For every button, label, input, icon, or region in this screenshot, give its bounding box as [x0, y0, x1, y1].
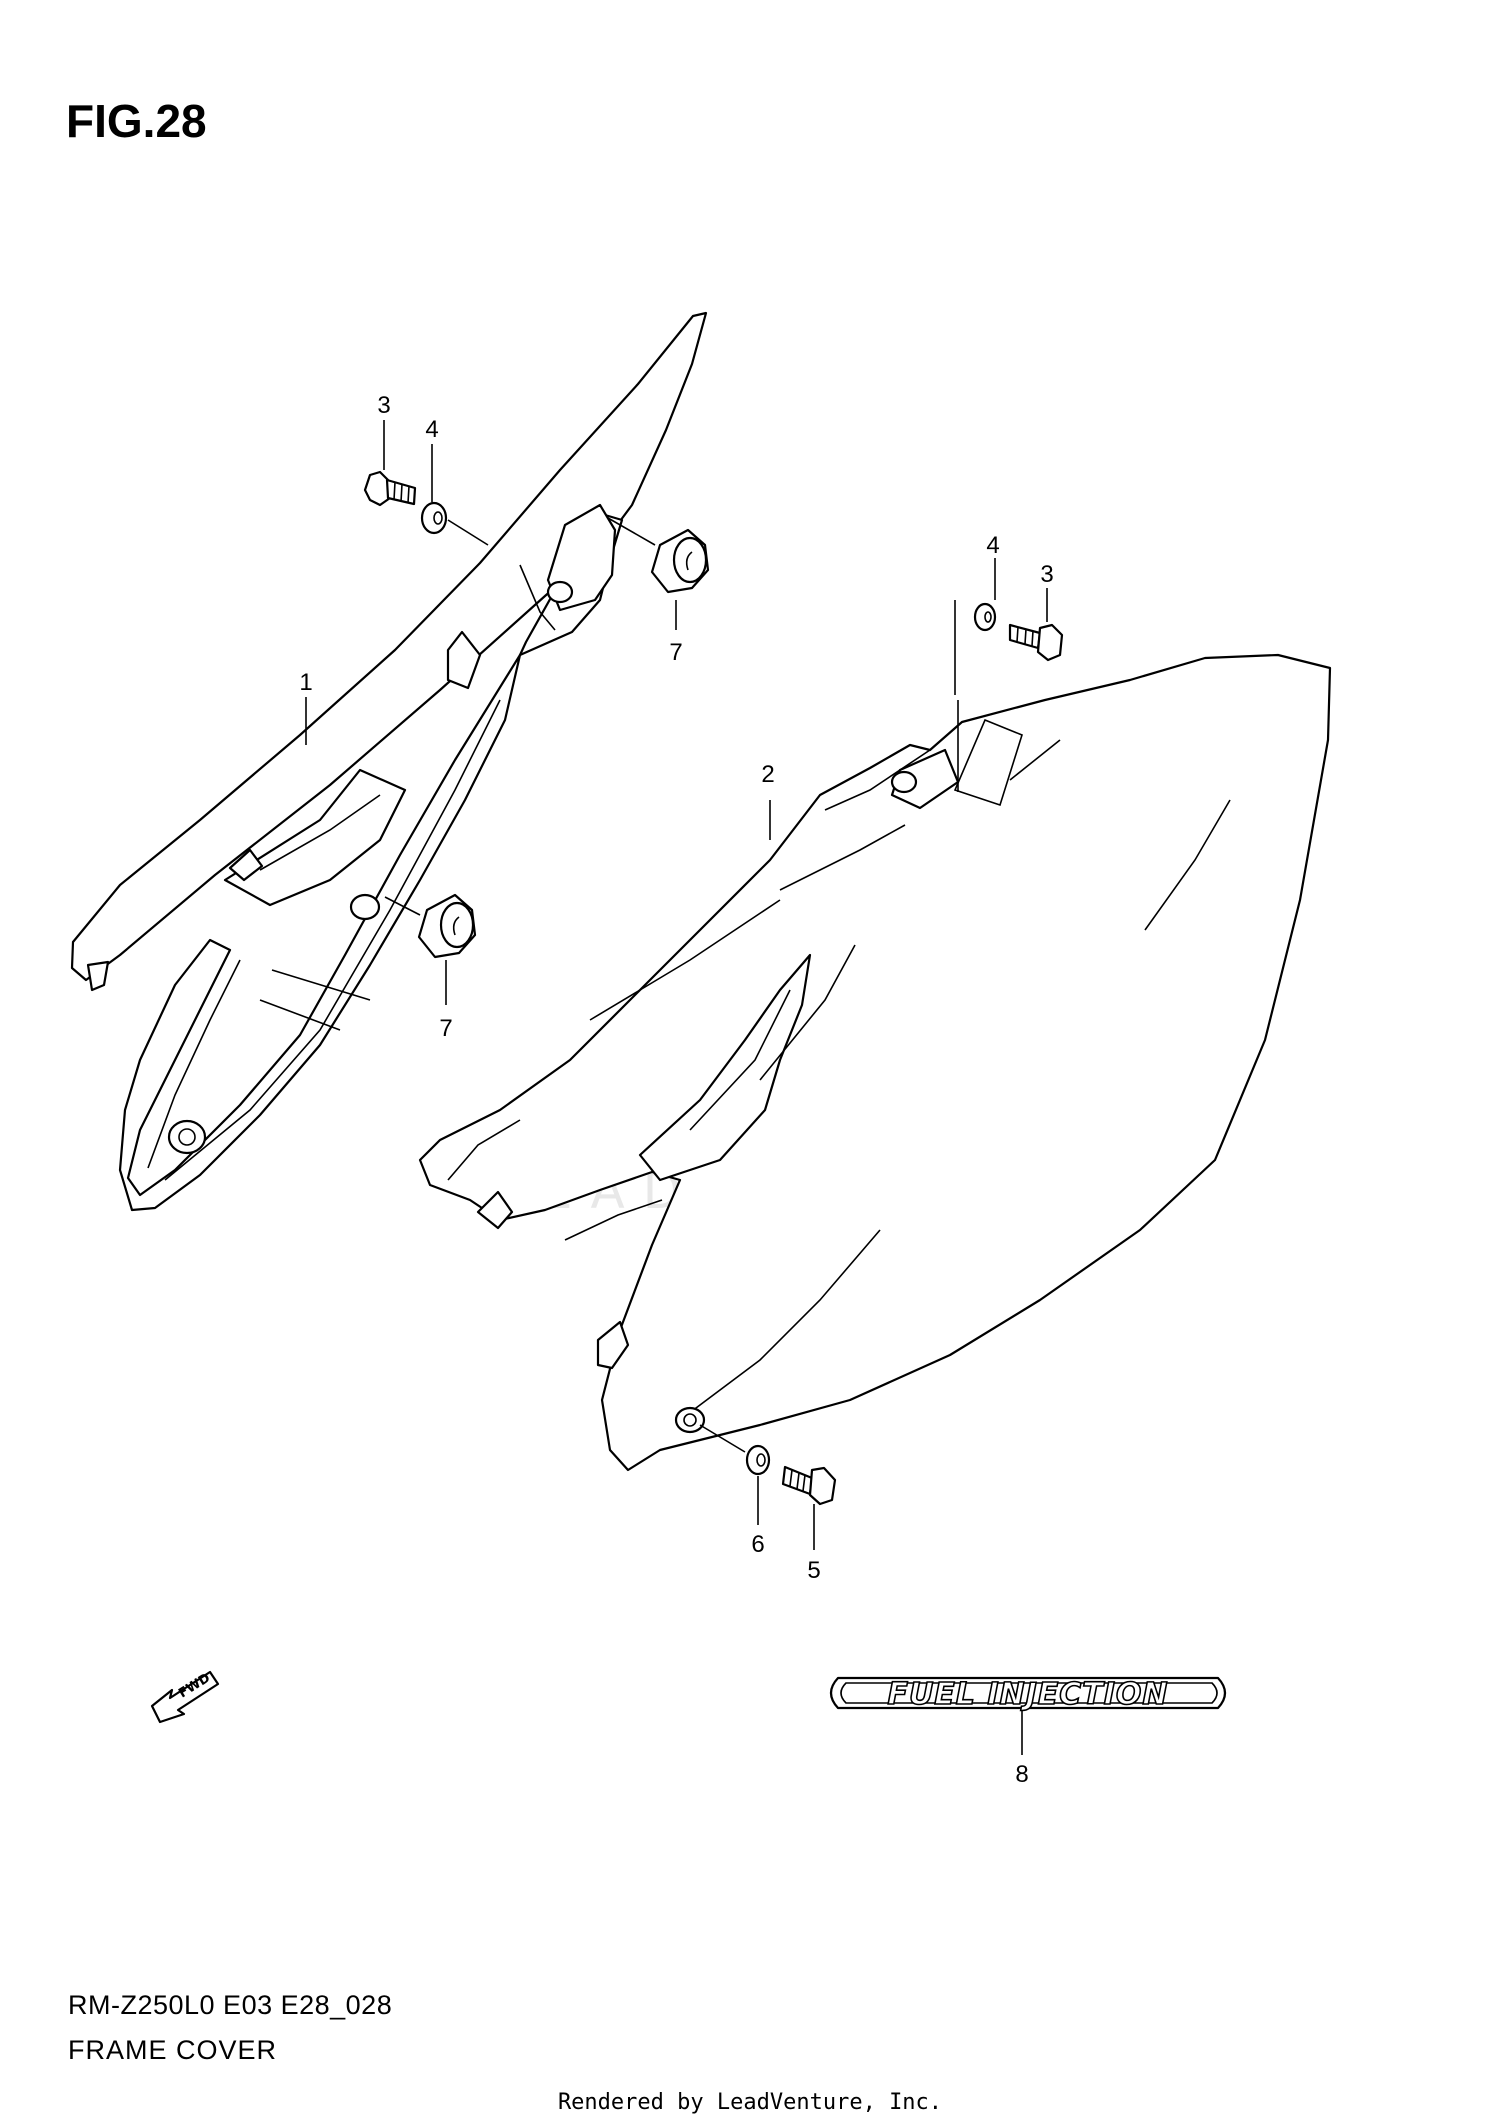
callout-5: 5	[807, 1557, 820, 1584]
part-8-decal-fuel-injection[interactable]: FUEL INJECTION	[829, 1676, 1227, 1713]
footer-credit: Rendered by LeadVenture, Inc.	[557, 2090, 943, 2115]
part-7-cushion-upper[interactable]	[650, 528, 710, 594]
callout-3-left: 3	[377, 392, 390, 419]
diagram-name: FRAME COVER	[68, 2035, 278, 2065]
callout-8: 8	[1015, 1761, 1028, 1788]
part-3-bolt-left[interactable]	[363, 470, 417, 507]
part-3-bolt-right[interactable]	[1008, 623, 1064, 662]
callout-6: 6	[751, 1531, 764, 1558]
part-7-cushion-lower[interactable]	[417, 893, 477, 959]
diagram-code: RM-Z250L0 E03 E28_028	[68, 1990, 393, 2020]
callout-7-upper: 7	[669, 639, 682, 666]
callout-4-right: 4	[986, 532, 999, 559]
callout-1: 1	[299, 669, 312, 696]
decal-text: FUEL INJECTION	[887, 1677, 1168, 1712]
callout-7-lower: 7	[439, 1015, 452, 1042]
part-5-bolt[interactable]	[781, 1465, 837, 1506]
figure-title: FIG.28	[66, 95, 207, 147]
callout-3-right: 3	[1040, 561, 1053, 588]
callout-4-left: 4	[425, 416, 438, 443]
part-4-washer-left[interactable]	[420, 501, 448, 535]
part-6-washer[interactable]	[745, 1444, 771, 1476]
fwd-arrow-icon: FWD	[150, 1671, 220, 1724]
part-2-frame-cover-right[interactable]	[418, 653, 1332, 1472]
callout-2: 2	[761, 761, 774, 788]
part-1-frame-cover-left[interactable]	[70, 311, 708, 1212]
part-4-washer-right[interactable]	[973, 602, 997, 632]
